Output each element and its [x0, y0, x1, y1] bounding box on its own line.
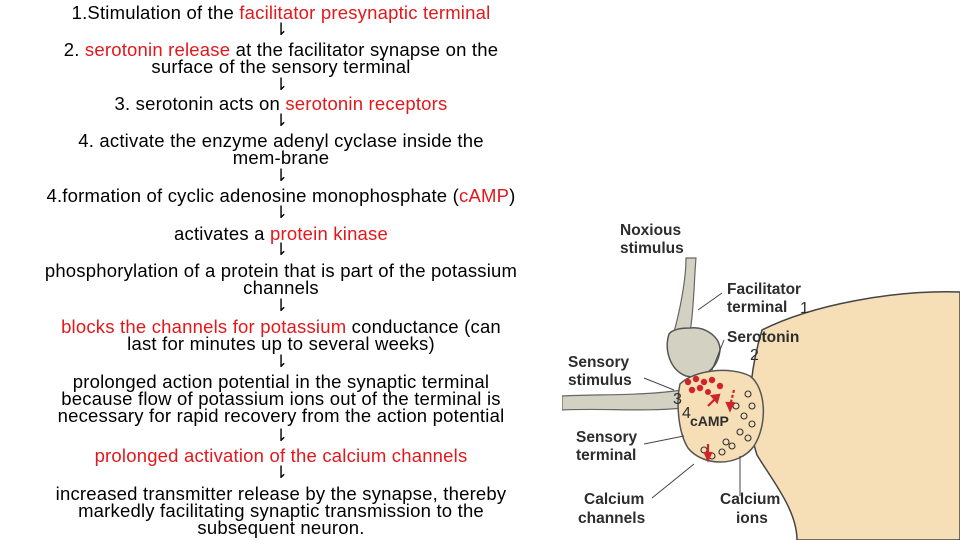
step-9: prolonged action potential in the synapt…: [57, 371, 505, 426]
step-8: blocks the channels for potassium conduc…: [61, 316, 501, 354]
down-arrow-icon: ⇂: [273, 352, 289, 372]
down-arrow-icon: ⇂: [273, 75, 289, 95]
down-arrow-icon: ⇂: [273, 463, 289, 483]
calcium-ion-dots: [700, 390, 756, 460]
pathway-arrows: [703, 389, 736, 463]
step-number-4: 4: [682, 405, 691, 422]
step-11: increased transmitter release by the syn…: [55, 483, 507, 538]
step-3: 3. serotonin acts on serotonin receptors: [114, 93, 448, 114]
down-arrow-icon: ⇂: [273, 111, 289, 131]
down-arrow-icon: ⇂: [273, 20, 289, 40]
step-number-3: 3: [673, 391, 682, 408]
down-arrow-icon: ⇂: [273, 240, 289, 260]
step-1: 1.Stimulation of the facilitator presyna…: [71, 2, 491, 23]
serotonin-label: Serotonin: [727, 329, 799, 346]
label-leaders: [643, 292, 741, 499]
down-arrow-icon: ⇂: [273, 203, 289, 223]
down-arrow-icon: ⇂: [273, 166, 289, 186]
step-2: 2. serotonin release at the facilitator …: [63, 39, 499, 77]
flow-list: 1.Stimulation of the facilitator presyna…: [44, 2, 518, 538]
sensory-terminal-shape: [677, 369, 764, 463]
sensory-axon: [562, 389, 685, 411]
step-number-2: 2: [750, 347, 759, 364]
facilitator-axon: [673, 257, 697, 333]
camp-label: cAMP: [690, 413, 729, 429]
down-arrow-icon: ⇂: [273, 426, 289, 446]
step-7: phosphorylation of a protein that is par…: [44, 260, 518, 298]
serotonin-dots: [684, 375, 724, 395]
down-arrow-icon: ⇂: [273, 296, 289, 316]
step-6: activates a protein kinase: [174, 223, 388, 244]
step-10: prolonged activation of the calcium chan…: [94, 445, 468, 466]
step-number-1: 1: [800, 300, 809, 317]
step-4: 4. activate the enzyme adenyl cyclase in…: [78, 130, 484, 168]
step-5: 4.formation of cyclic adenosine monophos…: [46, 185, 516, 206]
